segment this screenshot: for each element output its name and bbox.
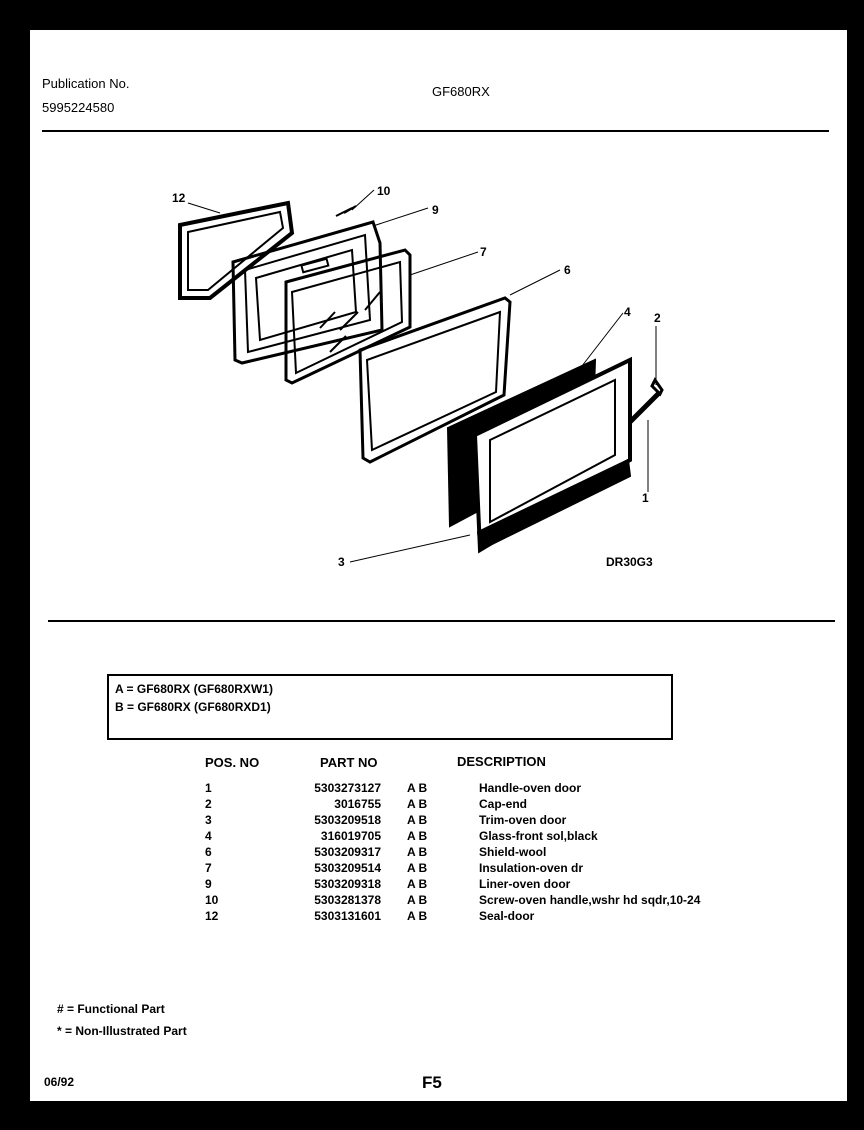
table-row: 12 5303131601 A B Seal-door [205,908,759,924]
non-illustrated-note: * = Non-Illustrated Part [57,1024,187,1038]
desc-cell: Cap-end [479,797,527,811]
legend-line-a: A = GF680RX (GF680RXW1) [115,682,273,696]
pos-cell: 2 [205,797,212,811]
parts-table: 1 5303273127 A B Handle-oven door 2 3016… [205,780,759,924]
part-cell: 5303209518 [314,813,381,827]
pos-cell: 12 [205,909,219,923]
oven-door-exploded-diagram: 12 10 9 7 6 4 2 1 3 DR30G3 [172,184,664,569]
desc-cell: Handle-oven door [479,781,582,795]
callout-4: 4 [624,305,631,319]
models-cell: A B [407,909,428,923]
table-row: 2 3016755 A B Cap-end [205,796,759,812]
models-cell: A B [407,877,428,891]
header-description: DESCRIPTION [457,754,546,769]
table-row: 9 5303209318 A B Liner-oven door [205,876,759,892]
callout-6: 6 [564,263,571,277]
header-part-no: PART NO [320,755,378,770]
desc-cell: Glass-front sol,black [479,829,598,843]
table-row: 4 316019705 A B Glass-front sol,black [205,828,759,844]
models-cell: A B [407,797,428,811]
part-cell: 5303131601 [314,909,381,923]
publication-label: Publication No. [42,76,130,91]
part-cell: 5303281378 [314,893,381,907]
desc-cell: Seal-door [479,909,535,923]
pos-cell: 3 [205,813,212,827]
desc-cell: Insulation-oven dr [479,861,584,875]
part-cell: 316019705 [320,829,381,843]
callout-12: 12 [172,191,186,205]
pos-cell: 1 [205,781,212,795]
legend-line-b: B = GF680RX (GF680RXD1) [115,700,271,714]
callout-10: 10 [377,184,391,198]
models-cell: A B [407,845,428,859]
parts-page: Publication No. 5995224580 GF680RX [30,30,847,1101]
callout-9: 9 [432,203,439,217]
pos-cell: 6 [205,845,212,859]
model-title: GF680RX [432,84,490,99]
models-cell: A B [407,893,428,907]
callout-1: 1 [642,491,649,505]
models-cell: A B [407,813,428,827]
desc-cell: Trim-oven door [479,813,567,827]
table-row: 1 5303273127 A B Handle-oven door [205,780,759,796]
model-legend-box: A = GF680RX (GF680RXW1) B = GF680RX (GF6… [107,674,673,740]
header-rule [42,130,829,132]
models-cell: A B [407,829,428,843]
models-cell: A B [407,781,428,795]
callout-3: 3 [338,555,345,569]
diagram-rule [48,620,835,622]
functional-part-note: # = Functional Part [57,1002,165,1016]
part-cell: 5303273127 [314,781,381,795]
pos-cell: 4 [205,829,212,843]
pos-cell: 10 [205,893,219,907]
part-cell: 5303209318 [314,877,381,891]
callout-2: 2 [654,311,661,325]
desc-cell: Liner-oven door [479,877,571,891]
header-pos-no: POS. NO [205,755,260,770]
models-cell: A B [407,861,428,875]
desc-cell: Shield-wool [479,845,547,859]
table-row: 6 5303209317 A B Shield-wool [205,844,759,860]
desc-cell: Screw-oven handle,wshr hd sqdr,10-24 [479,893,701,907]
part-cell: 3016755 [334,797,381,811]
part-cell: 5303209514 [314,861,381,875]
part-cell: 5303209317 [314,845,381,859]
table-row: 7 5303209514 A B Insulation-oven dr [205,860,759,876]
footer-date: 06/92 [44,1075,75,1089]
table-row: 10 5303281378 A B Screw-oven handle,wshr… [205,892,759,908]
page-number: F5 [422,1073,442,1092]
pos-cell: 7 [205,861,212,875]
diagram-code: DR30G3 [606,555,653,569]
callout-7: 7 [480,245,487,259]
pos-cell: 9 [205,877,212,891]
table-row: 3 5303209518 A B Trim-oven door [205,812,759,828]
publication-number: 5995224580 [42,100,115,115]
